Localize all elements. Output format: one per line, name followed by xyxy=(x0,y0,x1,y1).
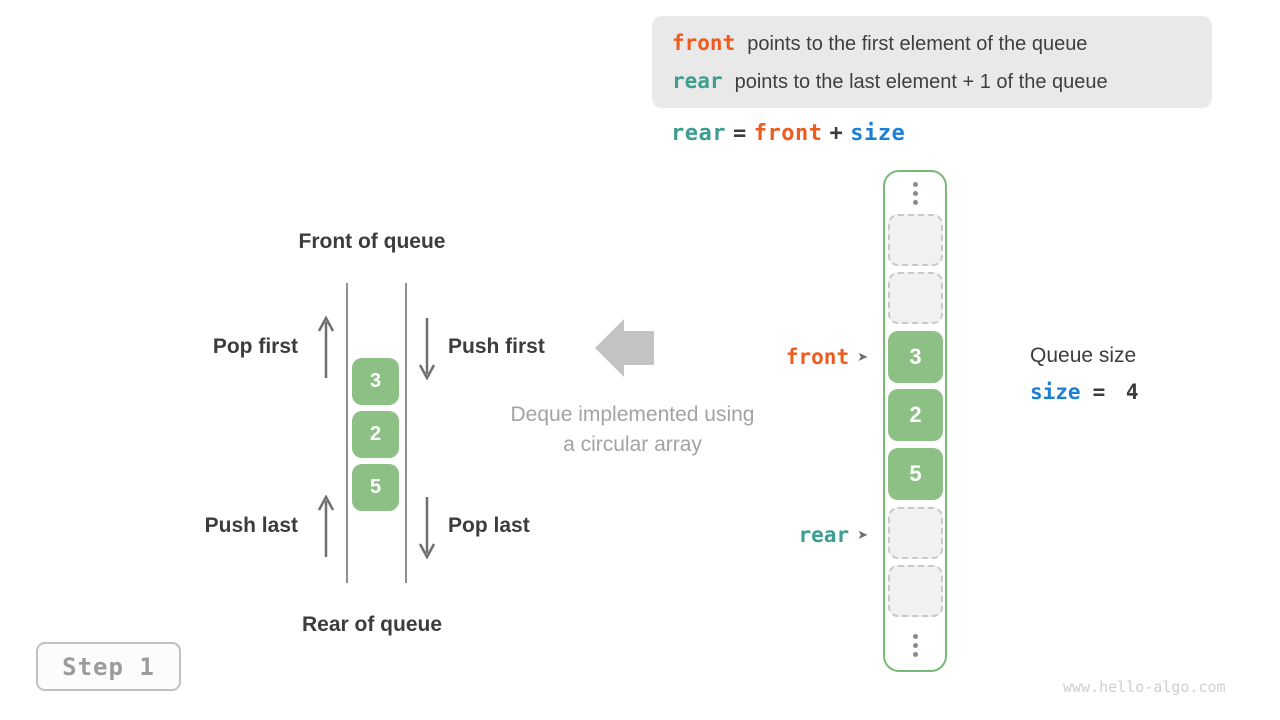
front-definition-text: points to the first element of the queue xyxy=(747,33,1088,55)
rear-formula: rear=front+size xyxy=(671,121,905,146)
array-cell-rear xyxy=(888,507,943,559)
front-keyword: front xyxy=(672,31,736,55)
pop-last-label: Pop last xyxy=(448,514,530,537)
push-first-label: Push first xyxy=(448,335,545,358)
formula-front: front xyxy=(753,121,823,146)
size-equals-value: = 4 xyxy=(1092,380,1143,404)
caption-line2: a circular array xyxy=(563,433,702,456)
formula-plus: + xyxy=(829,121,844,146)
push-last-up-arrow xyxy=(317,495,335,557)
step-badge: Step 1 xyxy=(36,642,181,691)
array-cell-empty xyxy=(888,214,943,266)
queue-left-wall xyxy=(346,283,348,583)
dot xyxy=(913,634,918,639)
queue-right-wall xyxy=(405,283,407,583)
dot xyxy=(913,643,918,648)
rear-pointer-arrow-icon: ➤ xyxy=(857,527,868,543)
rear-pointer-label: rear xyxy=(798,523,850,547)
array-ellipsis-bottom xyxy=(888,634,943,657)
pop-first-label: Pop first xyxy=(212,335,298,358)
front-definition: front points to the first element of the … xyxy=(672,25,1212,63)
rear-of-queue-label: Rear of queue xyxy=(301,613,443,636)
dot xyxy=(913,652,918,657)
array-cell-empty xyxy=(888,565,943,617)
queue-size-label: Queue size xyxy=(1030,344,1137,367)
pop-first-up-arrow xyxy=(317,316,335,378)
caption-line1: Deque implemented using xyxy=(510,403,755,426)
rear-definition-text: points to the last element + 1 of the qu… xyxy=(734,71,1108,93)
array-cell-front: 3 xyxy=(888,331,943,383)
watermark: www.hello-algo.com xyxy=(1063,678,1226,696)
queue-element: 3 xyxy=(352,358,399,405)
push-first-down-arrow xyxy=(418,318,436,380)
array-cell-empty xyxy=(888,272,943,324)
front-pointer: front ➤ xyxy=(690,345,868,369)
rear-pointer: rear ➤ xyxy=(690,523,868,547)
formula-size: size xyxy=(850,121,906,146)
queue-element: 5 xyxy=(352,464,399,511)
dot xyxy=(913,191,918,196)
rear-keyword: rear xyxy=(672,69,723,93)
pop-last-down-arrow xyxy=(418,497,436,559)
front-of-queue-label: Front of queue xyxy=(298,230,446,253)
front-pointer-label: front xyxy=(785,345,850,369)
center-caption: Deque implemented using a circular array xyxy=(480,400,785,460)
front-pointer-arrow-icon: ➤ xyxy=(857,349,868,365)
dot xyxy=(913,200,918,205)
push-last-label: Push last xyxy=(204,514,298,537)
array-cell: 5 xyxy=(888,448,943,500)
rear-definition: rear points to the last element + 1 of th… xyxy=(672,63,1212,101)
left-block-arrow-icon xyxy=(595,319,654,377)
size-keyword: size xyxy=(1030,380,1081,404)
queue-element: 2 xyxy=(352,411,399,458)
queue-size-value: size = 4 xyxy=(1030,380,1143,405)
formula-equals: = xyxy=(732,121,747,146)
formula-rear: rear xyxy=(671,121,726,146)
pointer-definitions-box: front points to the first element of the … xyxy=(652,16,1212,108)
dot xyxy=(913,182,918,187)
array-ellipsis-top xyxy=(888,182,943,205)
array-cell: 2 xyxy=(888,389,943,441)
